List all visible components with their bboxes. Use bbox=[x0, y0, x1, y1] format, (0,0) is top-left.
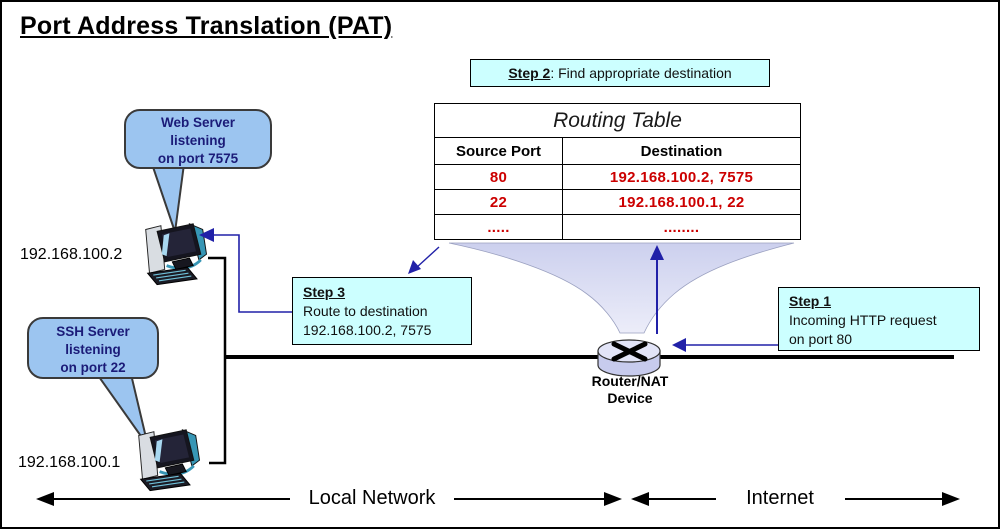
ssh-bubble-line3: on port 22 bbox=[60, 360, 126, 375]
cell-destination: 192.168.100.1, 22 bbox=[562, 189, 801, 215]
local-network-label: Local Network bbox=[308, 487, 436, 509]
page-title: Port Address Translation (PAT) bbox=[20, 12, 393, 40]
table-to-step3-arrowhead bbox=[408, 260, 421, 274]
column-header-destination: Destination bbox=[562, 137, 801, 165]
ssh-server-bubble: SSH Server listening on port 22 bbox=[27, 317, 159, 379]
table-row: 22 192.168.100.1, 22 bbox=[434, 189, 801, 215]
router-to-table-arrowhead bbox=[650, 245, 664, 260]
step3-line2: 192.168.100.2, 7575 bbox=[303, 322, 432, 338]
cell-source-port: 22 bbox=[434, 189, 563, 215]
step3-box: Step 3 Route to destination 192.168.100.… bbox=[292, 277, 472, 345]
ssh-bubble-line2: listening bbox=[65, 342, 121, 357]
table-to-step3-arrow-line bbox=[415, 246, 440, 269]
router-label: Router/NAT Device bbox=[572, 373, 688, 407]
column-header-source-port: Source Port bbox=[434, 137, 563, 165]
step3-line1: Route to destination bbox=[303, 303, 428, 319]
step1-box: Step 1 Incoming HTTP request on port 80 bbox=[778, 287, 980, 351]
route-to-host-arrowhead bbox=[199, 228, 214, 242]
router-label-line1: Router/NAT bbox=[591, 373, 669, 389]
web-bubble-line3: on port 7575 bbox=[157, 151, 239, 166]
routing-table: Routing Table Source Port Destination 80… bbox=[434, 103, 801, 240]
web-bubble-line2: listening bbox=[170, 133, 226, 148]
step2-text: : Find appropriate destination bbox=[550, 65, 732, 81]
computer-icon bbox=[144, 222, 208, 287]
funnel-shape bbox=[448, 242, 795, 334]
router-icon bbox=[597, 339, 661, 377]
table-row: ..... ........ bbox=[434, 214, 801, 240]
ssh-bubble-line1: SSH Server bbox=[56, 324, 130, 339]
table-row: 80 192.168.100.2, 7575 bbox=[434, 164, 801, 190]
host-bracket-line bbox=[208, 256, 227, 465]
route-to-host-arrow-line bbox=[213, 234, 292, 313]
web-bubble-line1: Web Server bbox=[160, 115, 236, 130]
routing-table-title: Routing Table bbox=[434, 103, 801, 138]
computer-icon bbox=[137, 428, 201, 493]
cell-source-port: ..... bbox=[434, 214, 563, 240]
step3-label: Step 3 bbox=[303, 284, 346, 300]
web-bubble-tail bbox=[150, 163, 186, 233]
host1-ip-label: 192.168.100.2 bbox=[20, 246, 123, 263]
step1-line1: Incoming HTTP request bbox=[789, 312, 937, 328]
step2-box: Step 2: Find appropriate destination bbox=[470, 59, 770, 87]
cell-destination: 192.168.100.2, 7575 bbox=[562, 164, 801, 190]
internet-label: Internet bbox=[746, 487, 814, 509]
step1-line2: on port 80 bbox=[789, 331, 853, 347]
cell-destination: ........ bbox=[562, 214, 801, 240]
router-label-line2: Device bbox=[607, 390, 653, 406]
cell-source-port: 80 bbox=[434, 164, 563, 190]
host2-ip-label: 192.168.100.1 bbox=[18, 454, 121, 471]
web-server-bubble: Web Server listening on port 7575 bbox=[124, 109, 272, 169]
step2-label: Step 2 bbox=[508, 65, 551, 81]
internet-span-arrow bbox=[631, 492, 960, 506]
step1-label: Step 1 bbox=[789, 293, 832, 309]
step1-to-router-arrowhead bbox=[672, 338, 686, 352]
local-network-span-arrow bbox=[36, 492, 622, 506]
